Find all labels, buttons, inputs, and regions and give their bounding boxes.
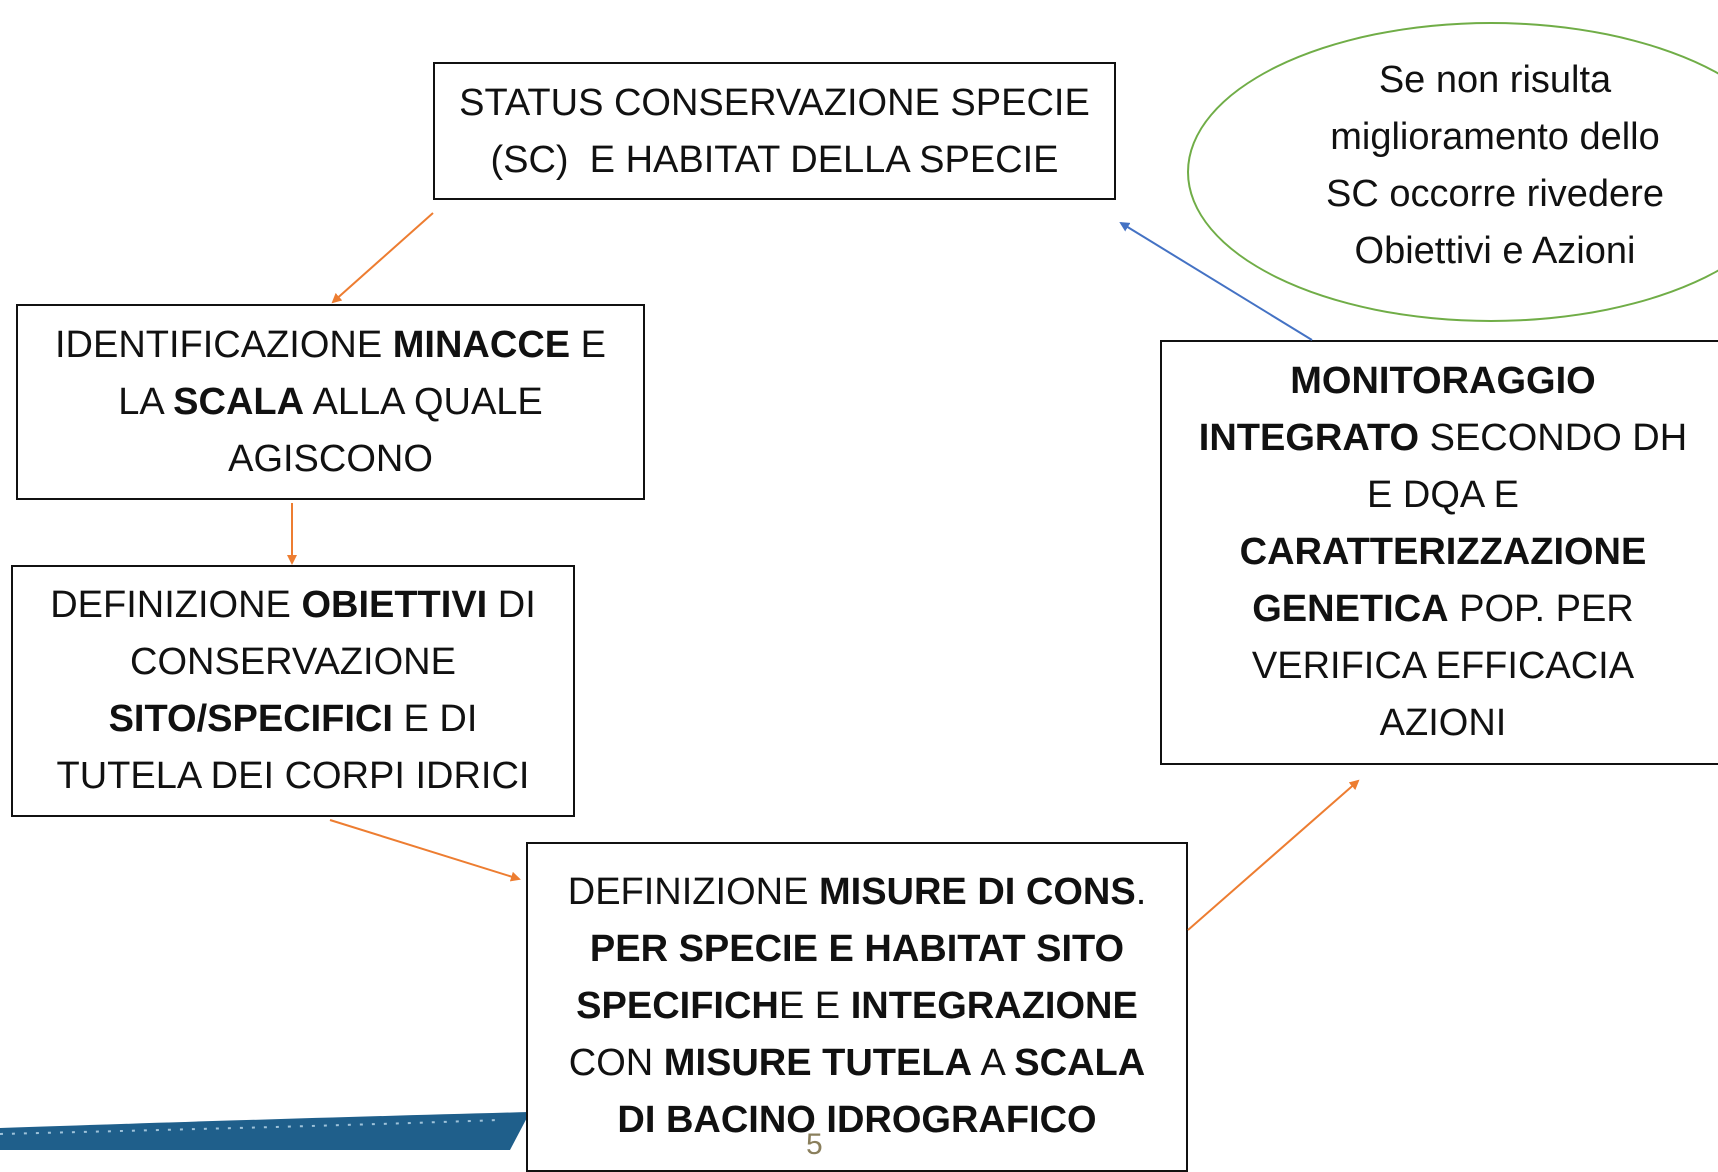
text-run: POP. PER bbox=[1448, 588, 1634, 630]
text-run: CONSERVAZIONE bbox=[130, 641, 456, 683]
node-text-line: LA SCALA ALLA QUALE bbox=[55, 374, 606, 431]
node-text-line: DI BACINO IDROGRAFICO bbox=[568, 1092, 1147, 1149]
text-run: CON bbox=[568, 1042, 664, 1084]
bold-run: MISURE TUTELA bbox=[663, 1042, 973, 1084]
bold-run: SCALA bbox=[173, 380, 305, 423]
bold-run: SITO/SPECIFICI bbox=[108, 698, 393, 740]
node-monitoraggio-text: MONITORAGGIO INTEGRATO SECONDO DH E DQA E C… bbox=[1199, 353, 1687, 752]
text-run: DI bbox=[487, 584, 536, 626]
node-text-line: (SC) E HABITAT DELLA SPECIE bbox=[459, 132, 1090, 189]
callout-line: Se non risulta bbox=[1378, 59, 1612, 101]
node-status-conservazione: STATUS CONSERVAZIONE SPECIE (SC) E HABITA… bbox=[433, 62, 1116, 200]
text-run: A bbox=[972, 1042, 1015, 1084]
node-obiettivi-text: DEFINIZIONE OBIETTIVI DI CONSERVAZIONE SIT… bbox=[50, 577, 536, 805]
page-number: 5 bbox=[806, 1128, 823, 1161]
node-text-line: SITO/SPECIFICI E DI bbox=[50, 691, 536, 748]
node-text-line: PER SPECIE E HABITAT SITO bbox=[568, 921, 1147, 978]
node-definizione-obiettivi: DEFINIZIONE OBIETTIVI DI CONSERVAZIONE SIT… bbox=[11, 565, 575, 817]
callout-line: Obiettivi e Azioni bbox=[1354, 230, 1636, 272]
callout-text: Se non risulta miglioramento dello SC oc… bbox=[1245, 52, 1718, 280]
text-run: LA bbox=[118, 380, 174, 423]
node-text-line: MONITORAGGIO bbox=[1199, 353, 1687, 410]
text-run: STATUS CONSERVAZIONE SPECIE bbox=[459, 82, 1090, 124]
node-text-line: SPECIFICHE E INTEGRAZIONE bbox=[568, 978, 1147, 1035]
text-run: TUTELA DEI CORPI IDRICI bbox=[56, 755, 530, 797]
text-run: AGISCONO bbox=[228, 437, 433, 480]
bold-run: SPECIFICH bbox=[576, 985, 779, 1027]
bold-run: INTEGRAZIONE bbox=[850, 985, 1138, 1027]
arrow-misure-to-monitoraggio bbox=[1187, 779, 1360, 931]
bold-run: GENETICA bbox=[1252, 588, 1449, 630]
bold-run: INTEGRATO bbox=[1198, 417, 1420, 459]
text-run: E E bbox=[778, 985, 851, 1027]
bold-run: MONITORAGGIO bbox=[1290, 360, 1596, 402]
callout-line: miglioramento dello bbox=[1330, 116, 1660, 158]
node-monitoraggio-integrato: MONITORAGGIO INTEGRATO SECONDO DH E DQA E C… bbox=[1160, 340, 1718, 765]
text-run: SECONDO DH bbox=[1419, 417, 1688, 459]
node-text-line: TUTELA DEI CORPI IDRICI bbox=[50, 748, 536, 805]
node-text-line: E DQA E bbox=[1199, 467, 1687, 524]
arrow-monitoraggio-to-status bbox=[1119, 221, 1313, 341]
text-run: DEFINIZIONE bbox=[567, 871, 819, 913]
text-run: ALLA QUALE bbox=[304, 380, 543, 423]
callout-line: SC occorre rivedere bbox=[1326, 173, 1664, 215]
node-text-line: CARATTERIZZAZIONE bbox=[1199, 524, 1687, 581]
node-text-line: DEFINIZIONE MISURE DI CONS. bbox=[568, 864, 1147, 921]
node-text-line: GENETICA POP. PER bbox=[1199, 581, 1687, 638]
text-run: E bbox=[570, 323, 607, 366]
text-run: AZIONI bbox=[1379, 702, 1507, 744]
node-definizione-misure: DEFINIZIONE MISURE DI CONS.PER SPECIE E … bbox=[526, 842, 1188, 1172]
bold-run: CARATTERIZZAZIONE bbox=[1239, 531, 1647, 573]
text-run: (SC) E HABITAT DELLA SPECIE bbox=[490, 139, 1059, 181]
text-run: IDENTIFICAZIONE bbox=[54, 323, 393, 366]
arrow-status-to-minacce bbox=[331, 212, 434, 304]
node-text-line: CONSERVAZIONE bbox=[50, 634, 536, 691]
node-text-line: CON MISURE TUTELA A SCALA bbox=[568, 1035, 1147, 1092]
node-text-line: IDENTIFICAZIONE MINACCE E bbox=[55, 317, 606, 374]
bold-run: PER SPECIE E HABITAT SITO bbox=[589, 928, 1125, 970]
bold-run: MINACCE bbox=[392, 323, 571, 366]
node-text-line: DEFINIZIONE OBIETTIVI DI bbox=[50, 577, 536, 634]
node-text-line: AGISCONO bbox=[55, 431, 606, 488]
text-run: E DI bbox=[392, 698, 478, 740]
node-text-line: AZIONI bbox=[1199, 695, 1687, 752]
node-text-line: STATUS CONSERVAZIONE SPECIE bbox=[459, 75, 1090, 132]
text-run: . bbox=[1135, 871, 1147, 913]
bold-run: MISURE DI CONS bbox=[818, 871, 1136, 913]
node-text-line: INTEGRATO SECONDO DH bbox=[1199, 410, 1687, 467]
text-run: E DQA E bbox=[1366, 474, 1520, 516]
bold-run: DI BACINO IDROGRAFICO bbox=[617, 1099, 1097, 1141]
bold-run: OBIETTIVI bbox=[301, 584, 488, 626]
node-text-line: VERIFICA EFFICACIA bbox=[1199, 638, 1687, 695]
text-run: DEFINIZIONE bbox=[50, 584, 302, 626]
node-misure-text: DEFINIZIONE MISURE DI CONS.PER SPECIE E … bbox=[568, 864, 1147, 1149]
text-run: VERIFICA EFFICACIA bbox=[1251, 645, 1635, 687]
bold-run: SCALA bbox=[1014, 1042, 1146, 1084]
arrow-obiettivi-to-misure bbox=[329, 819, 521, 882]
node-status-text: STATUS CONSERVAZIONE SPECIE (SC) E HABITA… bbox=[459, 75, 1090, 189]
